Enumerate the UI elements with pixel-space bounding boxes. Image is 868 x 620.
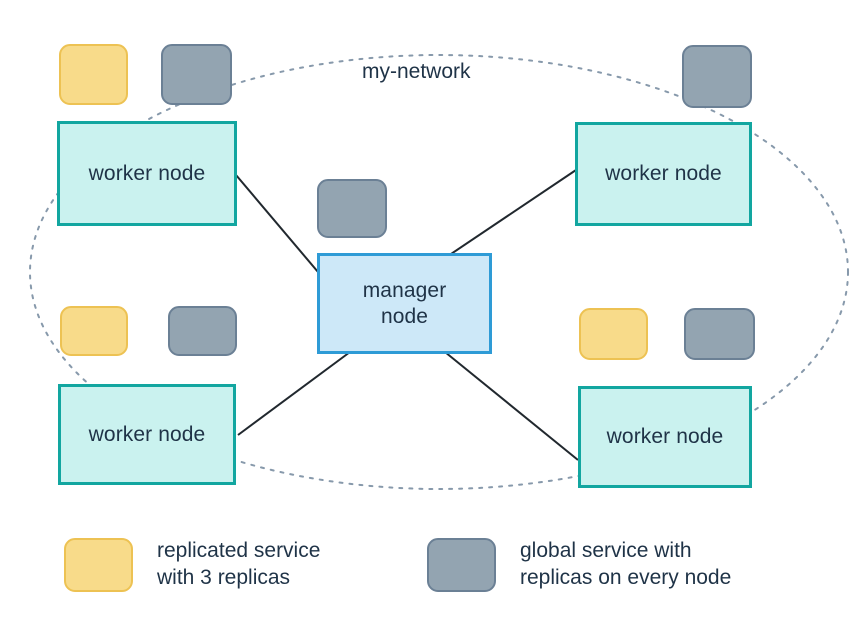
global-service-chip-bottom-left: [168, 306, 237, 356]
replicated-service-chip-bottom-right: [579, 308, 648, 360]
manager-node: manager node: [317, 253, 492, 354]
edge-manager-worker-bottom-left: [237, 351, 351, 436]
worker-node-bottom-right: worker node: [578, 386, 752, 488]
global-service-chip-top-left: [161, 44, 232, 105]
legend-item-global-service: global service with replicas on every no…: [427, 538, 731, 592]
worker-node-top-left: worker node: [57, 121, 237, 226]
worker-node-top-right: worker node: [575, 122, 752, 226]
replicated-service-swatch: [64, 538, 133, 592]
replicated-service-chip-bottom-left: [60, 306, 128, 356]
replicated-service-chip-top-left: [59, 44, 128, 105]
worker-node-top-right-label: worker node: [605, 162, 722, 186]
edge-manager-worker-bottom-right: [444, 351, 579, 461]
worker-node-bottom-left: worker node: [58, 384, 236, 485]
worker-node-bottom-right-label: worker node: [606, 425, 724, 449]
edge-manager-worker-top-left: [235, 174, 319, 273]
worker-node-bottom-left-label: worker node: [88, 422, 206, 446]
replicated-service-legend-label: replicated service with 3 replicas: [157, 539, 321, 589]
global-service-legend-label: global service with replicas on every no…: [520, 539, 732, 589]
manager-node-label: manager node: [362, 278, 447, 328]
legend-item-replicated-service: replicated service with 3 replicas: [64, 538, 320, 592]
edge-manager-worker-top-right: [447, 169, 577, 257]
global-service-swatch: [427, 538, 496, 592]
worker-node-top-left-label: worker node: [88, 161, 206, 185]
network-label: my-network: [362, 60, 471, 83]
global-service-chip-top-right: [682, 45, 752, 108]
global-service-chip-center: [317, 179, 387, 238]
global-service-chip-bottom-right: [684, 308, 755, 360]
